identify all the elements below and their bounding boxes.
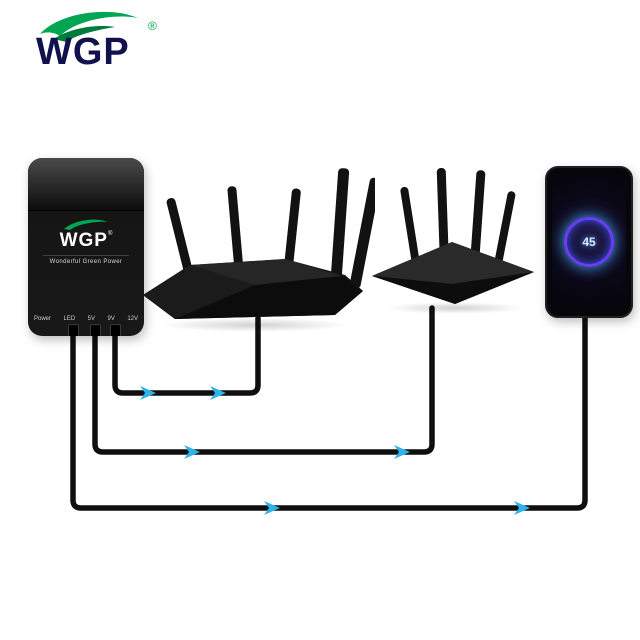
ups-tagline: Wonderful Green Power	[43, 255, 129, 265]
cable-to-router1	[112, 315, 261, 396]
arrow-icon	[184, 445, 200, 459]
registered-mark: ®	[148, 19, 157, 33]
phone-screen: 45	[552, 174, 626, 310]
charging-ring-icon: 45	[564, 217, 614, 267]
ups-top-cap	[28, 158, 144, 211]
arrow-icon	[394, 445, 410, 459]
router1-shadow	[160, 318, 350, 332]
smartphone: 45	[545, 166, 633, 318]
cable-to-router2	[92, 305, 435, 455]
port-label-9v: 9V	[107, 316, 115, 322]
router-1	[143, 168, 375, 319]
flow-arrows	[140, 386, 530, 515]
port-label-12v: 12V	[127, 316, 138, 322]
arrow-icon	[210, 386, 226, 400]
port-label-5v: 5V	[87, 316, 95, 322]
dc-port-12v	[110, 324, 121, 336]
battery-percent: 45	[582, 235, 596, 249]
dc-port-9v	[90, 324, 101, 336]
arrow-icon	[140, 386, 156, 400]
port-label-led: LED	[63, 316, 76, 322]
brand-logo: WGP ®	[36, 11, 157, 72]
registered-mark: ®	[107, 231, 113, 237]
port-label-power: Power	[34, 316, 52, 322]
router2-shadow	[385, 302, 525, 314]
ups-port-panel: Power LED 5V 9V 12V	[28, 310, 144, 336]
ups-logo-word: WGP	[59, 230, 108, 251]
arrow-icon	[264, 501, 280, 515]
ups-device: WGP® Wonderful Green Power Power LED 5V …	[28, 158, 144, 336]
brand-name: WGP	[36, 31, 130, 72]
router2-antennas	[400, 168, 516, 265]
ups-logo-text: WGP®	[60, 231, 113, 250]
logo-swoosh-icon	[40, 11, 138, 36]
router-2	[372, 168, 534, 304]
logo-swoosh-icon	[54, 26, 115, 42]
ups-logo: WGP®	[58, 219, 114, 250]
arrow-icon	[514, 501, 530, 515]
router1-antennas	[166, 168, 375, 289]
ups-port-labels: Power LED 5V 9V 12V	[34, 316, 138, 322]
router1-body	[143, 259, 363, 319]
router2-body	[372, 242, 534, 304]
logo-swoosh-icon	[64, 219, 108, 230]
cable-to-phone	[70, 300, 588, 511]
dc-port-5v	[68, 324, 79, 336]
